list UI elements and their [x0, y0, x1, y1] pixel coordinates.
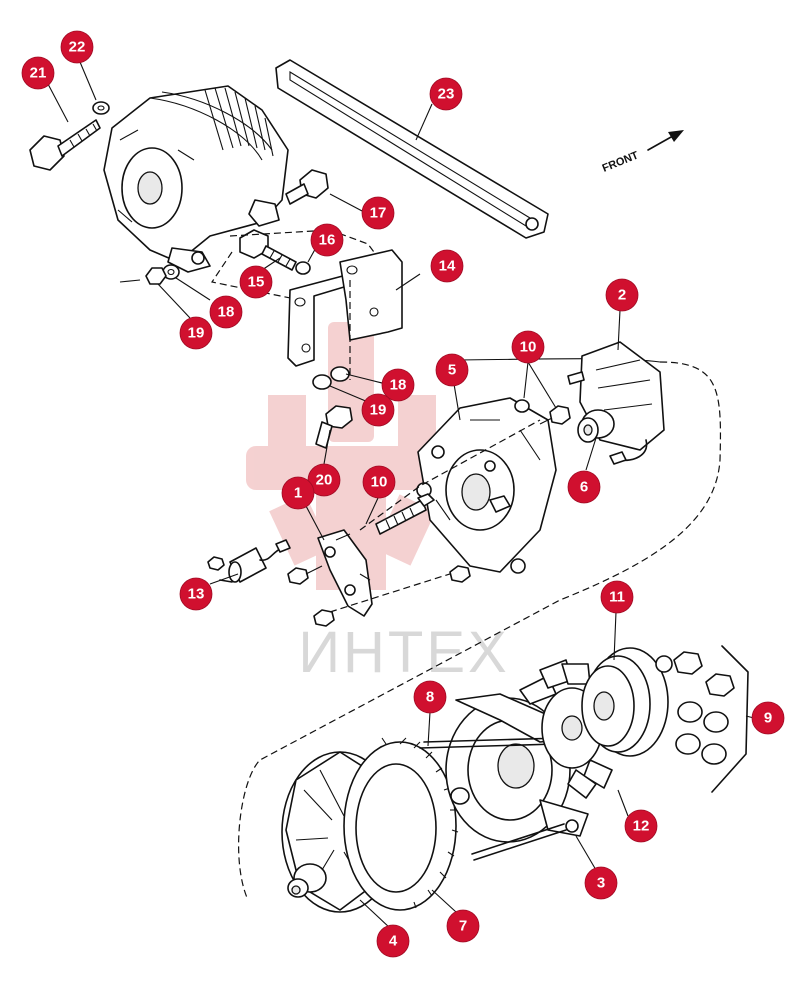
svg-text:10: 10 [520, 339, 537, 356]
svg-text:13: 13 [188, 586, 205, 603]
callout-14: 14 [430, 249, 464, 283]
svg-text:18: 18 [218, 304, 235, 321]
callout-12: 12 [624, 809, 658, 843]
bolt-20 [315, 405, 353, 449]
nut-lower [449, 565, 471, 583]
callout-7: 7 [446, 909, 480, 943]
screw-1-upper [287, 567, 309, 585]
pulley-nut-washers-9 [655, 645, 749, 793]
front-direction-indicator: FRONT [601, 130, 684, 175]
callout-15: 15 [239, 265, 273, 299]
suppression-capacitor-13 [207, 539, 291, 583]
washer-18-lower [330, 366, 350, 382]
rectifier-1 [317, 529, 373, 617]
drive-end-housing-3 [445, 693, 589, 843]
screw-10-upper [549, 405, 571, 425]
callout-10-upper: 10 [511, 330, 545, 364]
screw-1-lower [313, 609, 335, 627]
svg-text:23: 23 [438, 86, 455, 103]
bolt-21 [29, 119, 101, 171]
callout-22: 22 [60, 30, 94, 64]
through-bolts-8 [419, 737, 567, 861]
callout-2: 2 [605, 278, 639, 312]
callout-4: 4 [376, 924, 410, 958]
svg-text:2: 2 [618, 287, 626, 304]
screw-set-10-middle [375, 482, 435, 535]
watermark-text: ИНТЕХ [298, 620, 509, 685]
svg-text:9: 9 [764, 710, 772, 727]
callout-19-lower: 19 [361, 393, 395, 427]
callout-3: 3 [584, 866, 618, 900]
callout-8: 8 [413, 680, 447, 714]
callout-19-upper: 19 [179, 316, 213, 350]
callout-11: 11 [600, 580, 634, 614]
nut-19-upper [145, 267, 167, 285]
svg-text:20: 20 [316, 472, 333, 489]
nut-19-lower [312, 374, 332, 390]
svg-text:17: 17 [370, 205, 387, 222]
callout-5: 5 [435, 353, 469, 387]
svg-text:1: 1 [294, 485, 302, 502]
svg-text:11: 11 [609, 589, 625, 606]
callouts: 21 22 23 17 16 15 14 18 19 18 19 20 2 10… [21, 30, 785, 958]
callout-9: 9 [751, 701, 785, 735]
washer-16 [295, 261, 311, 275]
callout-18-lower: 18 [381, 368, 415, 402]
svg-text:8: 8 [426, 689, 434, 706]
front-label: FRONT [601, 149, 641, 174]
pulley-11 [581, 647, 669, 757]
bolt-17 [285, 169, 329, 205]
washer-10-upper [514, 399, 530, 413]
washer-22 [92, 101, 110, 115]
slip-ring-end-housing-5 [417, 397, 557, 574]
svg-text:7: 7 [459, 918, 467, 935]
callout-1: 1 [281, 476, 315, 510]
svg-text:14: 14 [439, 258, 456, 275]
callout-16: 16 [310, 223, 344, 257]
callout-23: 23 [429, 77, 463, 111]
mounting-bracket-14 [287, 249, 403, 380]
bolt-15 [239, 229, 297, 271]
svg-text:22: 22 [69, 39, 86, 56]
callout-18-upper: 18 [209, 295, 243, 329]
svg-text:15: 15 [248, 274, 265, 291]
svg-text:19: 19 [188, 325, 205, 342]
callout-6: 6 [567, 470, 601, 504]
callout-13: 13 [179, 577, 213, 611]
leader-lines [47, 61, 755, 929]
svg-text:16: 16 [319, 232, 336, 249]
stator-7 [343, 737, 459, 911]
svg-text:6: 6 [580, 479, 588, 496]
svg-text:3: 3 [597, 875, 605, 892]
slotted-bracket-23 [275, 59, 549, 239]
svg-text:5: 5 [448, 362, 456, 379]
bearing-6 [577, 409, 615, 443]
svg-text:12: 12 [633, 818, 650, 835]
callout-10-middle: 10 [362, 465, 396, 499]
svg-text:10: 10 [371, 474, 388, 491]
svg-text:4: 4 [389, 933, 398, 950]
svg-text:18: 18 [390, 377, 407, 394]
svg-text:21: 21 [30, 65, 47, 82]
callout-20: 20 [307, 463, 341, 497]
callout-21: 21 [21, 56, 55, 90]
svg-text:19: 19 [370, 402, 387, 419]
callout-17: 17 [361, 196, 395, 230]
alternator-assembly [103, 85, 289, 273]
